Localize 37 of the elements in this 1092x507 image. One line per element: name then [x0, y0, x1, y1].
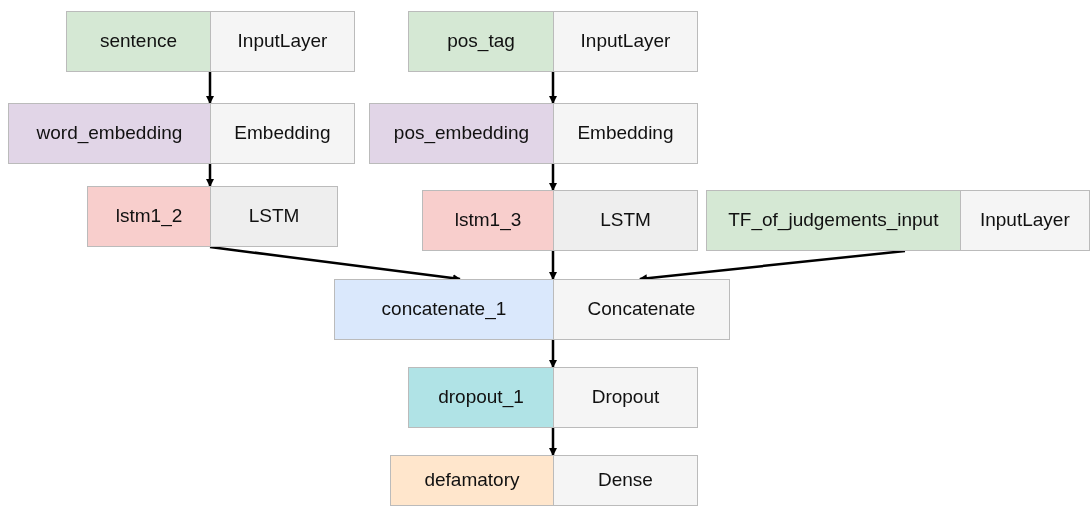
layer-type: Dropout — [553, 368, 697, 427]
arrow — [549, 72, 557, 104]
layer-name: defamatory — [391, 456, 553, 505]
layer-box — [408, 11, 698, 72]
layer-type: Embedding — [209, 104, 354, 163]
layer-box — [334, 279, 730, 340]
layer-box — [390, 455, 698, 506]
layer-type: InputLayer — [553, 12, 697, 71]
layer-box — [422, 190, 698, 251]
layer-type: InputLayer — [210, 12, 354, 71]
layer-box — [706, 190, 1090, 251]
layer-name: pos_embedding — [370, 104, 553, 163]
arrow — [549, 428, 557, 456]
layer-type: InputLayer — [959, 191, 1089, 250]
layer-box — [369, 103, 698, 164]
layer-name: pos_tag — [409, 12, 553, 71]
layer-box — [8, 103, 355, 164]
layer-type: LSTM — [210, 187, 337, 246]
layer-box — [408, 367, 698, 428]
layer-box — [66, 11, 355, 72]
layer-name: dropout_1 — [409, 368, 553, 427]
layer-name: lstm1_3 — [423, 191, 554, 250]
layer-type: LSTM — [553, 191, 697, 250]
layer-name: TF_of_judgements_input — [707, 191, 960, 250]
layer-box — [87, 186, 338, 247]
layer-type: Concatenate — [552, 280, 729, 339]
arrow — [549, 251, 557, 280]
layer-name: sentence — [67, 12, 210, 71]
layer-type: Dense — [552, 456, 697, 505]
layer-name: word_embedding — [9, 104, 210, 163]
arrow — [206, 164, 214, 187]
layer-type: Embedding — [552, 104, 697, 163]
arrow — [206, 72, 214, 104]
layer-name: concatenate_1 — [335, 280, 553, 339]
arrow — [549, 164, 557, 191]
layer-name: lstm1_2 — [88, 187, 210, 246]
arrow — [549, 340, 557, 368]
